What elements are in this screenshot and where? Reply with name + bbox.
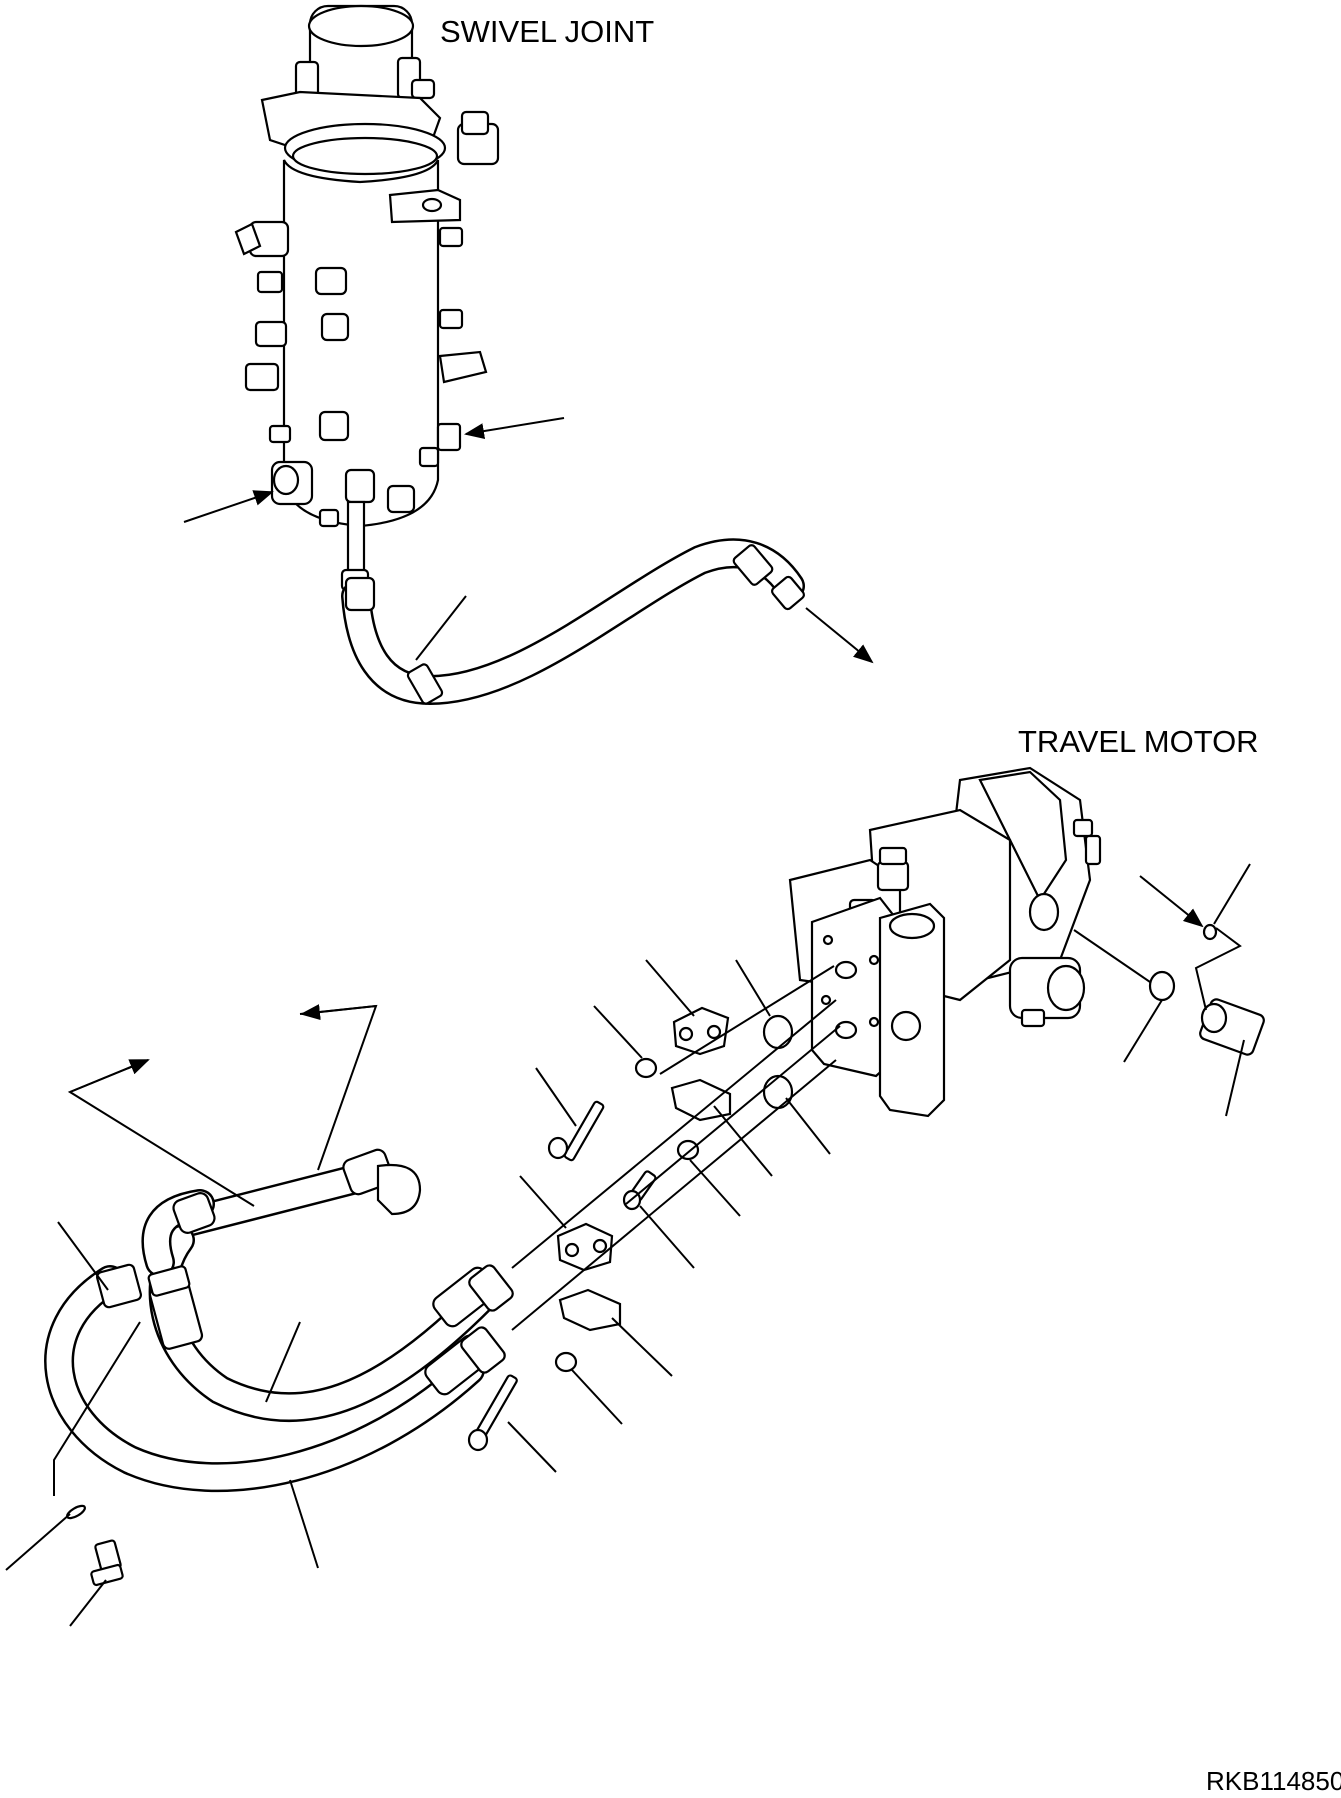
drawing-number: RKB114850 bbox=[1206, 1766, 1341, 1796]
travel-motor-assembly bbox=[788, 766, 1102, 1118]
travel-motor-label: TRAVEL MOTOR bbox=[1018, 724, 1259, 759]
swivel-joint-assembly bbox=[183, 4, 565, 592]
motor-fitting-parts bbox=[1073, 863, 1265, 1117]
swivel-joint-label: SWIVEL JOINT bbox=[440, 14, 654, 49]
flange-hardware bbox=[467, 959, 841, 1473]
swivel-hose bbox=[341, 538, 874, 706]
travel-motor-hoses bbox=[5, 1004, 514, 1627]
